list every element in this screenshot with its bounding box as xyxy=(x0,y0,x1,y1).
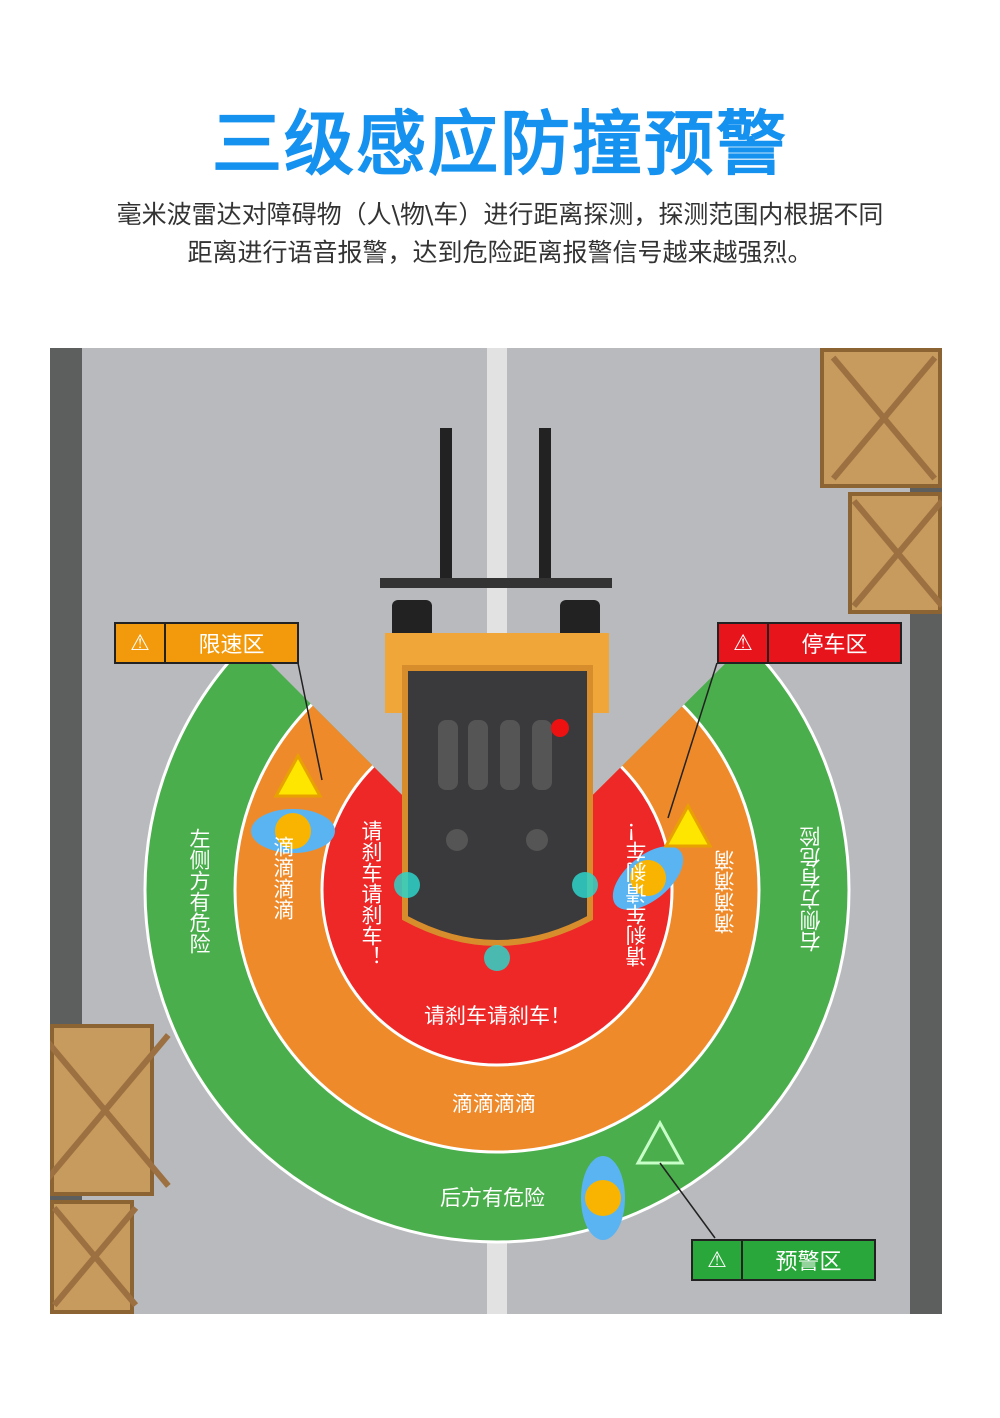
ring-text-red-right: 请刹车请刹车！ xyxy=(625,820,649,967)
workers xyxy=(251,809,684,1240)
radar-sensor xyxy=(572,872,598,898)
ring-text-green-right: 右侧方有危险 xyxy=(799,826,823,952)
ring-text-red-bottom: 请刹车请刹车！ xyxy=(424,1004,571,1028)
crate xyxy=(50,1024,154,1196)
label: 停车区 xyxy=(801,633,868,658)
subtitle-line-1: 毫米波雷达对障碍物（人\物\车）进行距离探测，探测范围内根据不同 xyxy=(116,200,884,229)
subtitle: 毫米波雷达对障碍物（人\物\车）进行距离探测，探测范围内根据不同 距离进行语音报… xyxy=(0,196,1000,272)
warning-icon: ⚠ xyxy=(719,624,769,662)
crate xyxy=(848,492,942,614)
speed-limit-zone-label: ⚠ 限速区 xyxy=(114,622,299,664)
label: 预警区 xyxy=(775,1250,842,1275)
ring-text-green-bottom: 后方有危险 xyxy=(440,1186,545,1210)
ring-text-orange-left: 滴滴滴滴 xyxy=(271,836,295,920)
ring-text-orange-bottom: 滴滴滴滴 xyxy=(452,1092,536,1116)
warning-triangle-icon xyxy=(273,752,713,1165)
label: 限速区 xyxy=(198,633,265,658)
crate xyxy=(820,348,942,488)
subtitle-line-2: 距离进行语音报警，达到危险距离报警信号越来越强烈。 xyxy=(187,238,813,267)
warehouse-scene: 左侧方有危险 滴滴滴滴 请刹车请刹车！ 请刹车请刹车！ 滴滴滴滴 右侧方有危险 … xyxy=(50,348,942,1314)
ring-text-orange-right: 滴滴滴滴 xyxy=(713,850,737,934)
warning-icon: ⚠ xyxy=(116,624,166,662)
crate xyxy=(50,1200,134,1314)
detection-rings xyxy=(143,428,851,1244)
radar-sensor xyxy=(394,872,420,898)
warning-zone-label: ⚠ 预警区 xyxy=(691,1239,876,1281)
page-title: 三级感应防撞预警 xyxy=(212,103,788,185)
ring-text-green-left: 左侧方有危险 xyxy=(187,828,211,954)
radar-sensor xyxy=(484,945,510,971)
warning-icon: ⚠ xyxy=(693,1241,743,1279)
ring-text-red-left: 请刹车请刹车！ xyxy=(359,820,383,967)
forklift xyxy=(380,428,612,971)
stop-zone-label: ⚠ 停车区 xyxy=(717,622,902,664)
